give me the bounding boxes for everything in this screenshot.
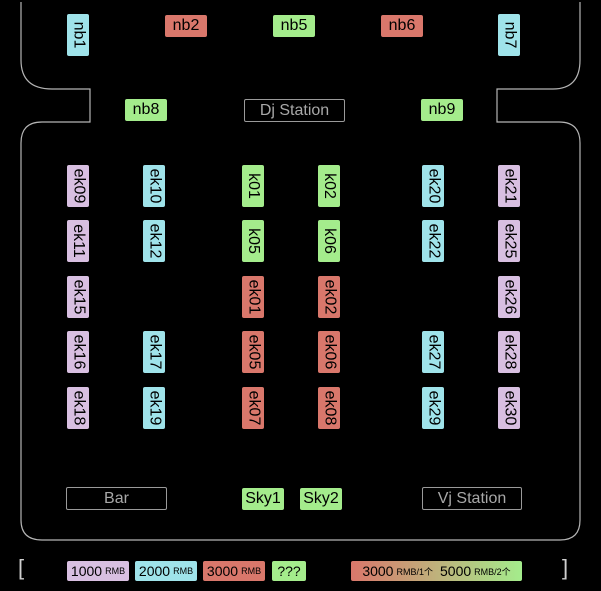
table-k01[interactable]: k01 xyxy=(242,165,264,207)
legend-3000-value: 3000 xyxy=(206,563,239,579)
table-ek01[interactable]: ek01 xyxy=(242,276,264,318)
table-ek25[interactable]: ek25 xyxy=(498,220,520,262)
table-nb7[interactable]: nb7 xyxy=(498,14,520,56)
table-ek02[interactable]: ek02 xyxy=(318,276,340,318)
table-sky1[interactable]: Sky1 xyxy=(242,488,284,510)
table-ek06[interactable]: ek06 xyxy=(318,331,340,373)
table-ek26[interactable]: ek26 xyxy=(498,276,520,318)
table-ek27[interactable]: ek27 xyxy=(422,331,444,373)
table-ek10[interactable]: ek10 xyxy=(143,165,165,207)
bar-area: Bar xyxy=(66,487,167,510)
table-ek16[interactable]: ek16 xyxy=(67,331,89,373)
table-ek21[interactable]: ek21 xyxy=(498,165,520,207)
legend-3000-unit: RMB xyxy=(241,566,262,576)
legend-1000-unit: RMB xyxy=(105,566,126,576)
table-ek18[interactable]: ek18 xyxy=(67,387,89,429)
table-ek05[interactable]: ek05 xyxy=(242,331,264,373)
table-k02[interactable]: k02 xyxy=(318,165,340,207)
legend-2000-value: 2000 xyxy=(138,563,171,579)
legend-open-bracket: [ xyxy=(18,555,25,580)
table-ek29[interactable]: ek29 xyxy=(422,387,444,429)
table-nb9[interactable]: nb9 xyxy=(421,99,463,121)
legend-close-bracket: ] xyxy=(562,555,569,580)
table-ek07[interactable]: ek07 xyxy=(242,387,264,429)
table-ek22[interactable]: ek22 xyxy=(422,220,444,262)
legend-combo-unit-1: RMB/1个 xyxy=(396,566,433,577)
table-ek08[interactable]: ek08 xyxy=(318,387,340,429)
venue-boundary xyxy=(20,2,581,541)
vj-station: Vj Station xyxy=(422,487,522,510)
table-ek17[interactable]: ek17 xyxy=(143,331,165,373)
table-nb1[interactable]: nb1 xyxy=(67,14,89,56)
legend-unknown-label: ??? xyxy=(277,563,301,579)
table-sky2[interactable]: Sky2 xyxy=(300,488,342,510)
table-k05[interactable]: k05 xyxy=(242,220,264,262)
table-nb8[interactable]: nb8 xyxy=(125,99,167,121)
table-ek28[interactable]: ek28 xyxy=(498,331,520,373)
table-ek19[interactable]: ek19 xyxy=(143,387,165,429)
legend-combo-unit-2: RMB/2个 xyxy=(474,566,511,577)
legend-combo-value-2: 5000 xyxy=(440,563,472,579)
table-nb5[interactable]: nb5 xyxy=(273,15,315,37)
legend-2000-unit: RMB xyxy=(173,566,194,576)
table-nb6[interactable]: nb6 xyxy=(381,15,423,37)
legend-unknown: ??? xyxy=(272,561,306,581)
table-ek30[interactable]: ek30 xyxy=(498,387,520,429)
legend-1000-value: 1000 xyxy=(70,563,103,579)
dj-station: Dj Station xyxy=(244,99,345,122)
table-ek11[interactable]: ek11 xyxy=(67,220,89,262)
legend-combo-value-1: 3000 xyxy=(362,563,394,579)
table-ek09[interactable]: ek09 xyxy=(67,165,89,207)
table-ek15[interactable]: ek15 xyxy=(67,276,89,318)
table-nb2[interactable]: nb2 xyxy=(165,15,207,37)
table-ek12[interactable]: ek12 xyxy=(143,220,165,262)
table-k06[interactable]: k06 xyxy=(318,220,340,262)
table-ek20[interactable]: ek20 xyxy=(422,165,444,207)
